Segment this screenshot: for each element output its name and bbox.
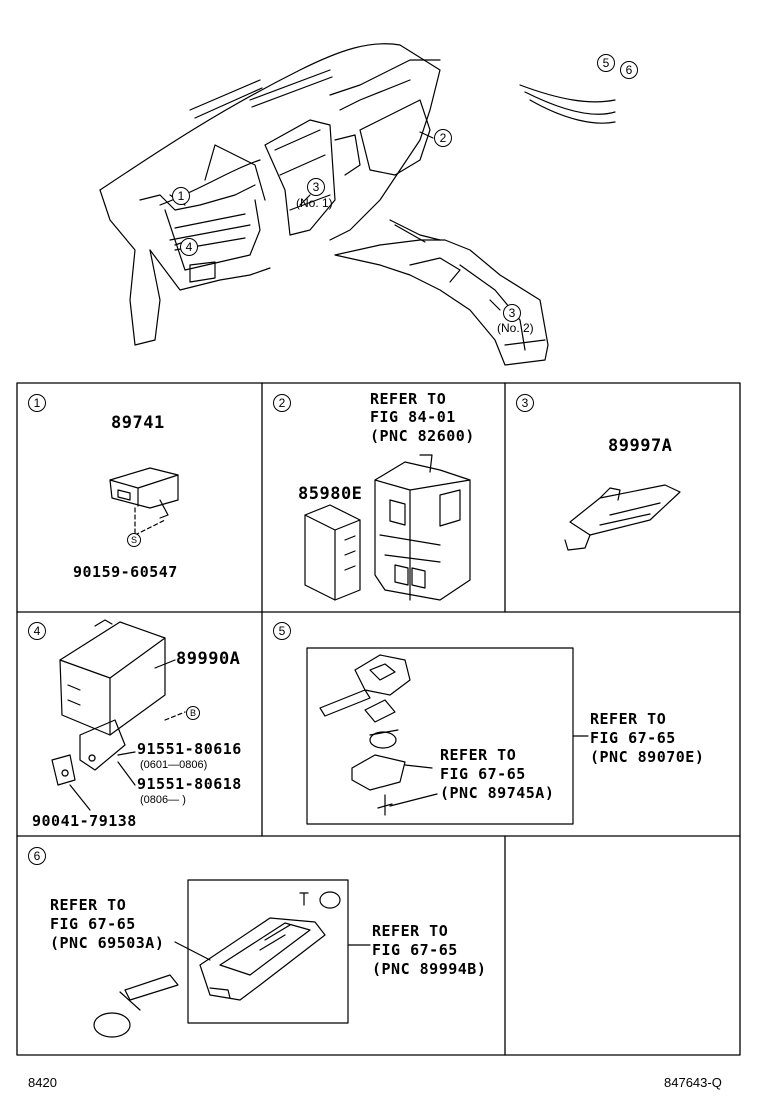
part-89741: 89741 <box>111 413 165 433</box>
b-mark: B <box>186 706 200 720</box>
callout-1: 1 <box>172 187 190 205</box>
range-0806: (0806— ) <box>140 794 186 806</box>
callout-3-no2: 3 <box>503 304 521 322</box>
footer-left-code: 8420 <box>28 1075 57 1090</box>
right-refer-line-3: (PNC 89994B) <box>372 960 487 978</box>
part-89741-drawing <box>109 467 179 536</box>
part-89997a: 89997A <box>608 436 673 456</box>
junction-block-drawing <box>374 454 471 601</box>
callout-5: 5 <box>597 54 615 72</box>
part-89990a-drawing <box>51 619 186 811</box>
cell-3-number: 3 <box>516 394 534 412</box>
right-refer-line-2: FIG 67-65 <box>372 941 458 959</box>
refer-line-2: FIG 84-01 <box>370 408 456 426</box>
part-89997a-drawing <box>564 484 681 551</box>
callout-2: 2 <box>434 129 452 147</box>
callout-4: 4 <box>180 238 198 256</box>
left-refer-line-1: REFER TO <box>50 896 127 914</box>
part-85980e: 85980E <box>298 484 363 504</box>
label-no2: (No. 2) <box>497 321 534 335</box>
outer-refer-line-3: (PNC 89070E) <box>590 748 705 766</box>
callout-6: 6 <box>620 61 638 79</box>
cell-5-number: 5 <box>273 622 291 640</box>
s-mark: S <box>127 533 141 547</box>
part-90159-60547: 90159-60547 <box>73 563 178 581</box>
label-no1: (No. 1) <box>296 196 333 210</box>
outer-refer-line-2: FIG 67-65 <box>590 729 676 747</box>
part-90041-79138: 90041-79138 <box>32 812 137 830</box>
cell-1-number: 1 <box>28 394 46 412</box>
radio-waves-icon <box>519 84 616 124</box>
refer-line-1: REFER TO <box>370 390 447 408</box>
smart-key-box <box>93 879 371 1038</box>
left-refer-line-2: FIG 67-65 <box>50 915 136 933</box>
part-91551-80618: 91551-80618 <box>137 775 242 793</box>
refer-line-3: (PNC 82600) <box>370 427 475 445</box>
inner-refer-line-3: (PNC 89745A) <box>440 784 555 802</box>
inner-refer-line-1: REFER TO <box>440 746 517 764</box>
callout-3-no1: 3 <box>307 178 325 196</box>
part-89990a: 89990A <box>176 649 241 669</box>
inner-refer-line-2: FIG 67-65 <box>440 765 526 783</box>
cell-2-number: 2 <box>273 394 291 412</box>
cell-4-number: 4 <box>28 622 46 640</box>
right-refer-line-1: REFER TO <box>372 922 449 940</box>
parts-grid <box>16 382 741 1056</box>
range-0601-0806: (0601—0806) <box>140 759 208 771</box>
outer-refer-line-1: REFER TO <box>590 710 667 728</box>
left-refer-line-3: (PNC 69503A) <box>50 934 165 952</box>
cell-6-number: 6 <box>28 847 46 865</box>
part-91551-80616: 91551-80616 <box>137 740 242 758</box>
key-kit-box <box>306 647 589 825</box>
footer-right-code: 847643-Q <box>664 1075 722 1090</box>
dashboard-drawing <box>99 43 549 366</box>
part-85980e-drawing <box>304 504 361 601</box>
